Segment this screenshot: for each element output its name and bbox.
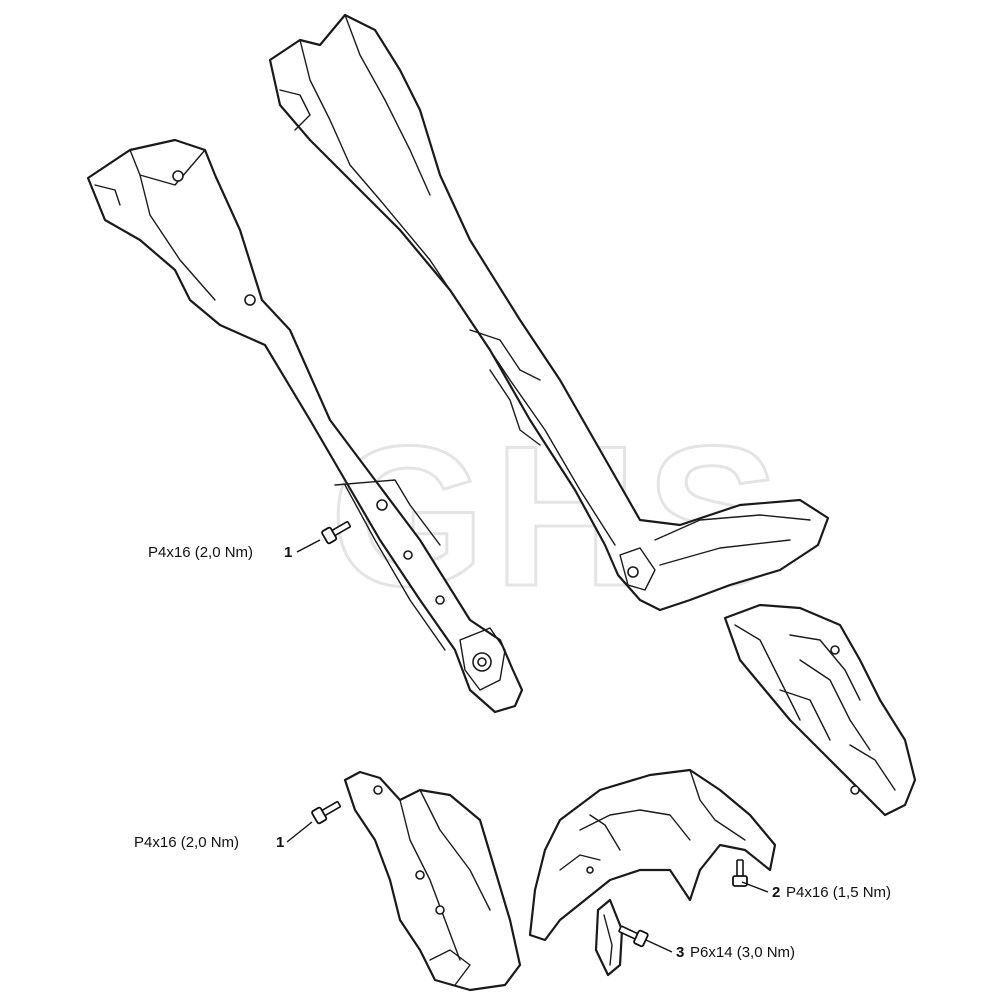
callout-screw-3: 3 P6x14 (3,0 Nm) — [676, 944, 795, 961]
screw-icon — [618, 925, 649, 948]
leader-line — [645, 939, 673, 953]
screw-icon — [321, 520, 351, 545]
callout-number: 3 — [676, 944, 684, 961]
leader-line — [741, 881, 769, 893]
screw-icon — [732, 859, 748, 887]
callout-number: 2 — [772, 884, 780, 901]
callout-label: P4x16 (2,0 Nm) — [148, 544, 253, 561]
left-handle-housing — [86, 138, 524, 714]
callout-label: P6x14 (3,0 Nm) — [690, 944, 795, 961]
callout-number: 1 — [276, 834, 284, 851]
callout-screw-1-top: P4x16 (2,0 Nm) 1 — [148, 544, 292, 561]
leader-line — [286, 821, 313, 843]
clip-part — [594, 898, 624, 977]
rear-cover-part — [723, 603, 917, 817]
leader-line — [296, 539, 321, 553]
bottom-left-cover-part — [343, 770, 522, 992]
bottom-curved-guard-part — [528, 768, 777, 942]
right-handle-housing — [268, 13, 830, 612]
callout-label: P4x16 (2,0 Nm) — [134, 834, 239, 851]
callout-screw-2: 2 P4x16 (1,5 Nm) — [772, 884, 891, 901]
callout-number: 1 — [284, 544, 292, 561]
screw-icon — [311, 800, 341, 825]
callout-label: P4x16 (1,5 Nm) — [786, 884, 891, 901]
callout-screw-1-bottom: P4x16 (2,0 Nm) 1 — [134, 834, 284, 851]
